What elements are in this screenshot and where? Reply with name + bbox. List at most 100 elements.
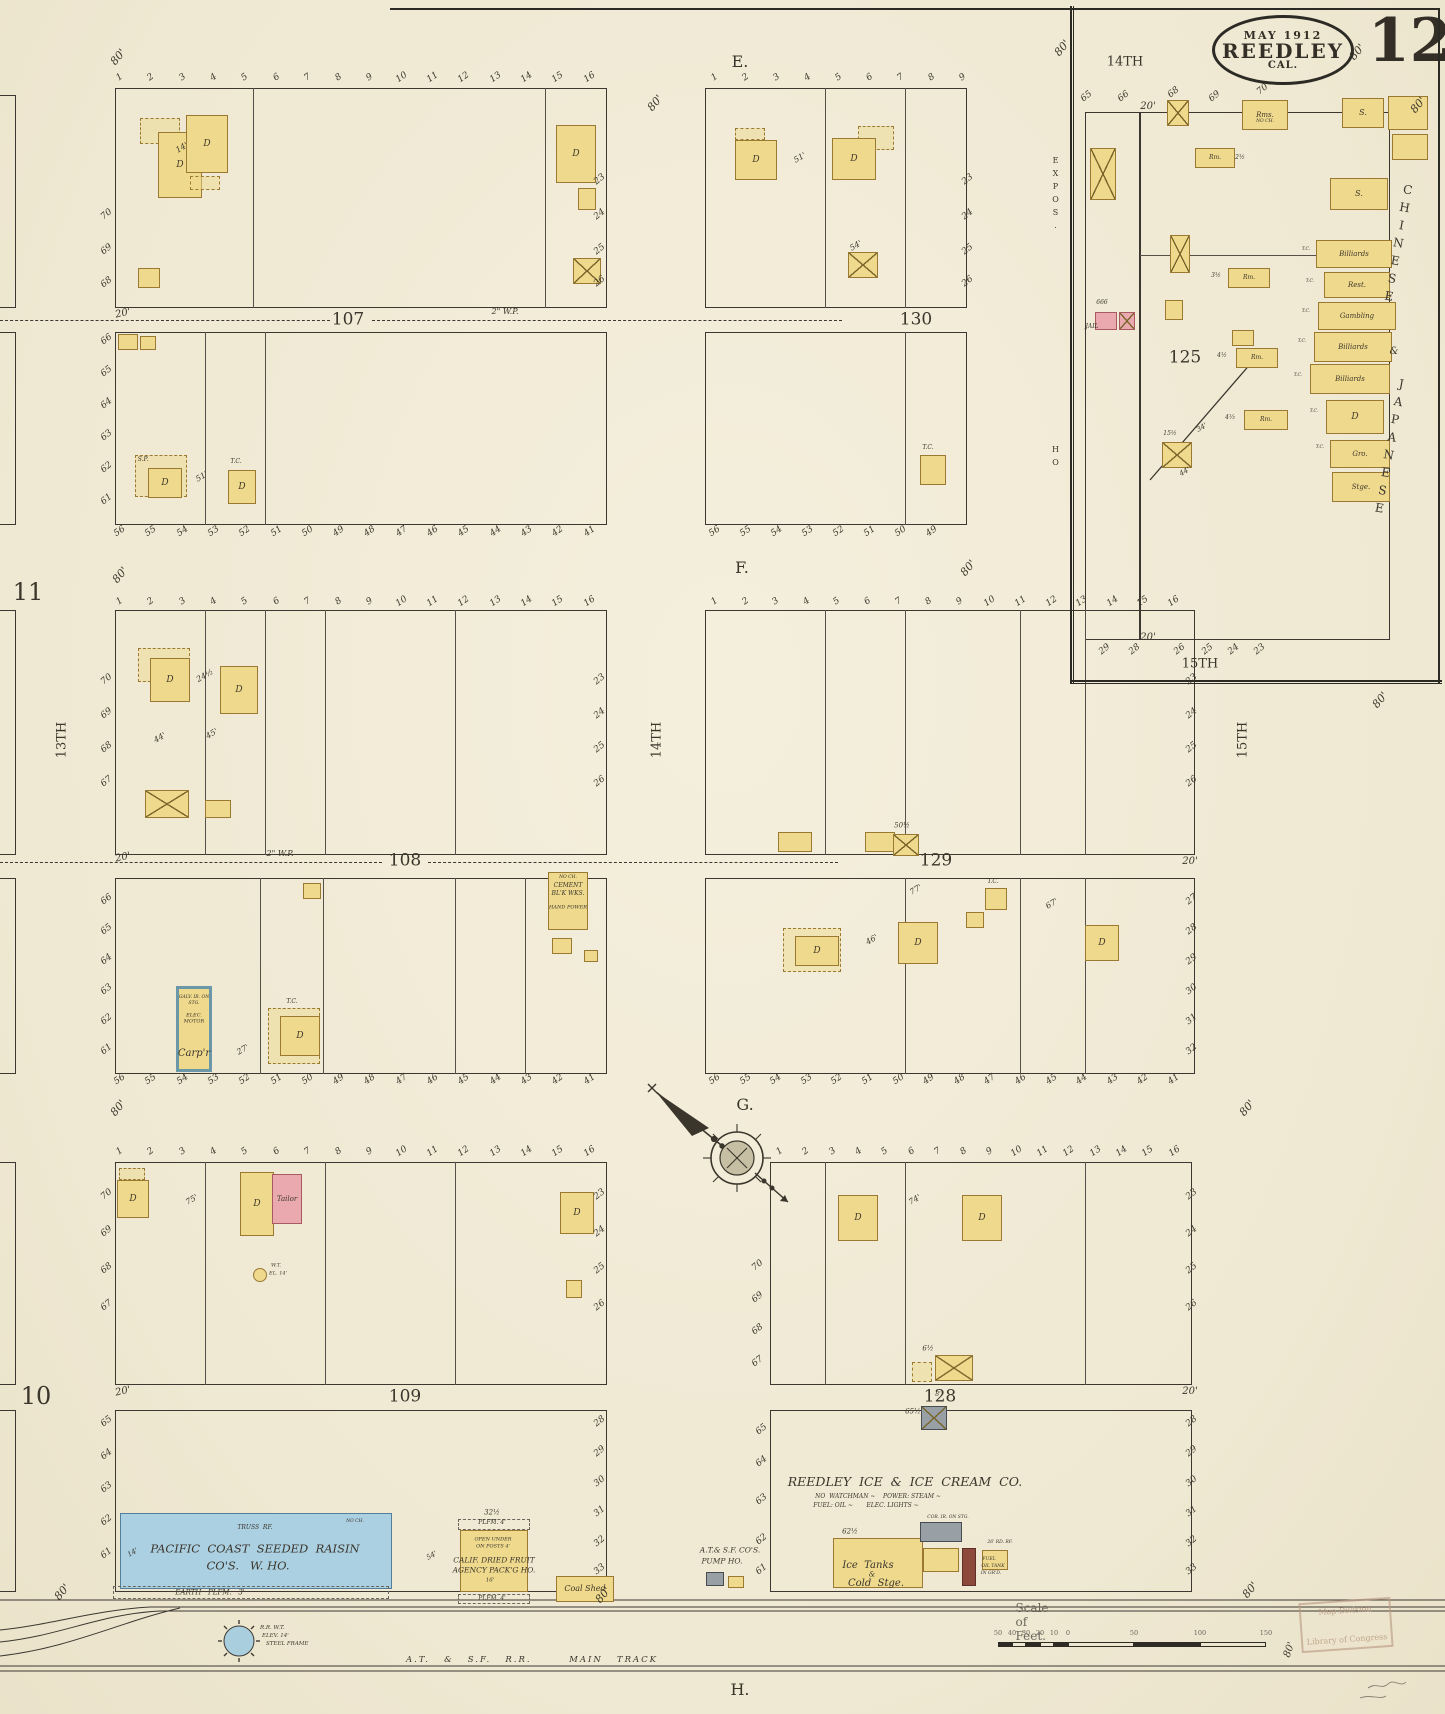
lot-number: 51	[268, 1072, 284, 1087]
building-label: D	[1351, 411, 1359, 422]
lot-number: 46	[1013, 1072, 1029, 1087]
lot-number: 51	[862, 524, 878, 539]
scale-bar-segment	[1026, 1642, 1040, 1647]
lot-number: 48	[951, 1072, 968, 1087]
lot-number: 66	[99, 332, 115, 348]
water-pipe-line	[0, 320, 330, 321]
scale-bar-segment	[998, 1642, 1012, 1647]
lot-number: 5	[239, 71, 251, 84]
lot-number: 6	[862, 595, 873, 608]
building	[190, 176, 220, 190]
lot-number: 7	[302, 595, 313, 608]
building-billiards: Billiards	[1314, 332, 1392, 362]
lot-number: 55	[143, 524, 159, 539]
lot-number: 25	[1200, 642, 1216, 658]
lot-line	[265, 332, 266, 525]
building	[848, 252, 878, 278]
lot-number: 6	[270, 1145, 282, 1158]
lot-number: 11	[425, 1144, 441, 1159]
map-label: CALIF. DRIED FRUIT	[453, 1555, 535, 1565]
building	[966, 912, 984, 928]
map-label: 80'	[109, 564, 131, 586]
lot-number: 9	[954, 595, 965, 608]
lot-number: 10	[1008, 1144, 1024, 1159]
lot-number: 50	[890, 1072, 906, 1087]
lot-line	[253, 88, 254, 308]
lot-number: 52	[237, 1072, 253, 1087]
lot-number: 4	[801, 595, 812, 608]
lot-number: 53	[800, 524, 816, 539]
lot-number: 6	[270, 595, 282, 608]
lot-number: 7	[302, 1145, 313, 1158]
margin-block	[0, 878, 16, 1074]
margin-block	[0, 95, 16, 308]
lot-number: 56	[707, 1072, 723, 1087]
water-pipe-line	[372, 320, 842, 321]
lot-number: 69	[99, 242, 115, 258]
lot-number: 56	[112, 1072, 128, 1087]
map-label: 80'	[1281, 1640, 1298, 1659]
lot-line	[1085, 610, 1086, 855]
map-label: 107	[331, 309, 365, 330]
map-label: 26' RD. RF.	[987, 1539, 1013, 1545]
building	[119, 1168, 145, 1180]
building-label: Rm.	[1208, 154, 1222, 161]
map-label: 20'	[114, 306, 132, 321]
lot-number: 49	[921, 1072, 937, 1087]
map-label: 50½	[894, 821, 910, 830]
lot-number: 2	[145, 595, 157, 608]
building-label: Gro.	[1352, 449, 1368, 458]
map-label: HO	[1051, 445, 1060, 471]
lot-number: 2	[740, 595, 751, 608]
map-label: T.C.	[987, 878, 999, 885]
lot-number: 54	[174, 524, 190, 539]
building-coal-shed: Coal Shed	[556, 1576, 614, 1602]
building-rm-: Rm.	[1195, 148, 1235, 168]
lot-number: 11	[425, 594, 441, 609]
map-label: 10	[20, 1382, 52, 1410]
lot-number: 1	[709, 595, 720, 608]
lot-number: 48	[362, 524, 378, 539]
building	[1162, 442, 1192, 468]
building	[303, 883, 321, 899]
building	[1232, 330, 1254, 346]
survey-date: MAY 1912	[1243, 28, 1323, 42]
lot-line	[265, 610, 266, 855]
building-label: D	[813, 945, 821, 956]
building	[205, 800, 231, 818]
title-oval: MAY 1912 REEDLEY CAL.	[1212, 15, 1354, 85]
building	[1165, 300, 1183, 320]
lot-number: 4	[802, 71, 813, 84]
building-d: D	[898, 922, 938, 964]
lot-number: 62	[99, 460, 115, 476]
lot-number: 70	[1255, 82, 1271, 98]
x-mark	[1163, 443, 1191, 467]
scale-bar-segment	[1134, 1642, 1200, 1647]
building	[578, 188, 596, 210]
building-d: D	[1326, 400, 1384, 434]
building	[140, 336, 156, 350]
sheet-border	[390, 8, 1438, 10]
map-label: COR. IR. ON STG.	[927, 1514, 969, 1520]
x-mark	[1171, 236, 1189, 272]
building	[460, 1530, 528, 1592]
lot-line	[905, 88, 906, 308]
map-label: IN GR'D.	[980, 1570, 1002, 1576]
building	[778, 832, 812, 852]
x-mark	[849, 253, 877, 277]
x-mark	[922, 1407, 946, 1429]
map-label: T.C.	[922, 444, 934, 451]
building	[118, 334, 138, 350]
lot-number: 4	[208, 1145, 219, 1158]
lot-line	[825, 1162, 826, 1385]
lot-number: 63	[99, 428, 115, 444]
scale-number: 30	[1021, 1629, 1031, 1637]
x-mark	[574, 259, 600, 283]
lot-number: 12	[1043, 594, 1059, 609]
building-label: D	[203, 138, 211, 149]
lot-line	[260, 878, 261, 1074]
lot-number: 56	[112, 524, 128, 539]
lot-line	[325, 1162, 326, 1385]
block-outline	[115, 1410, 607, 1592]
